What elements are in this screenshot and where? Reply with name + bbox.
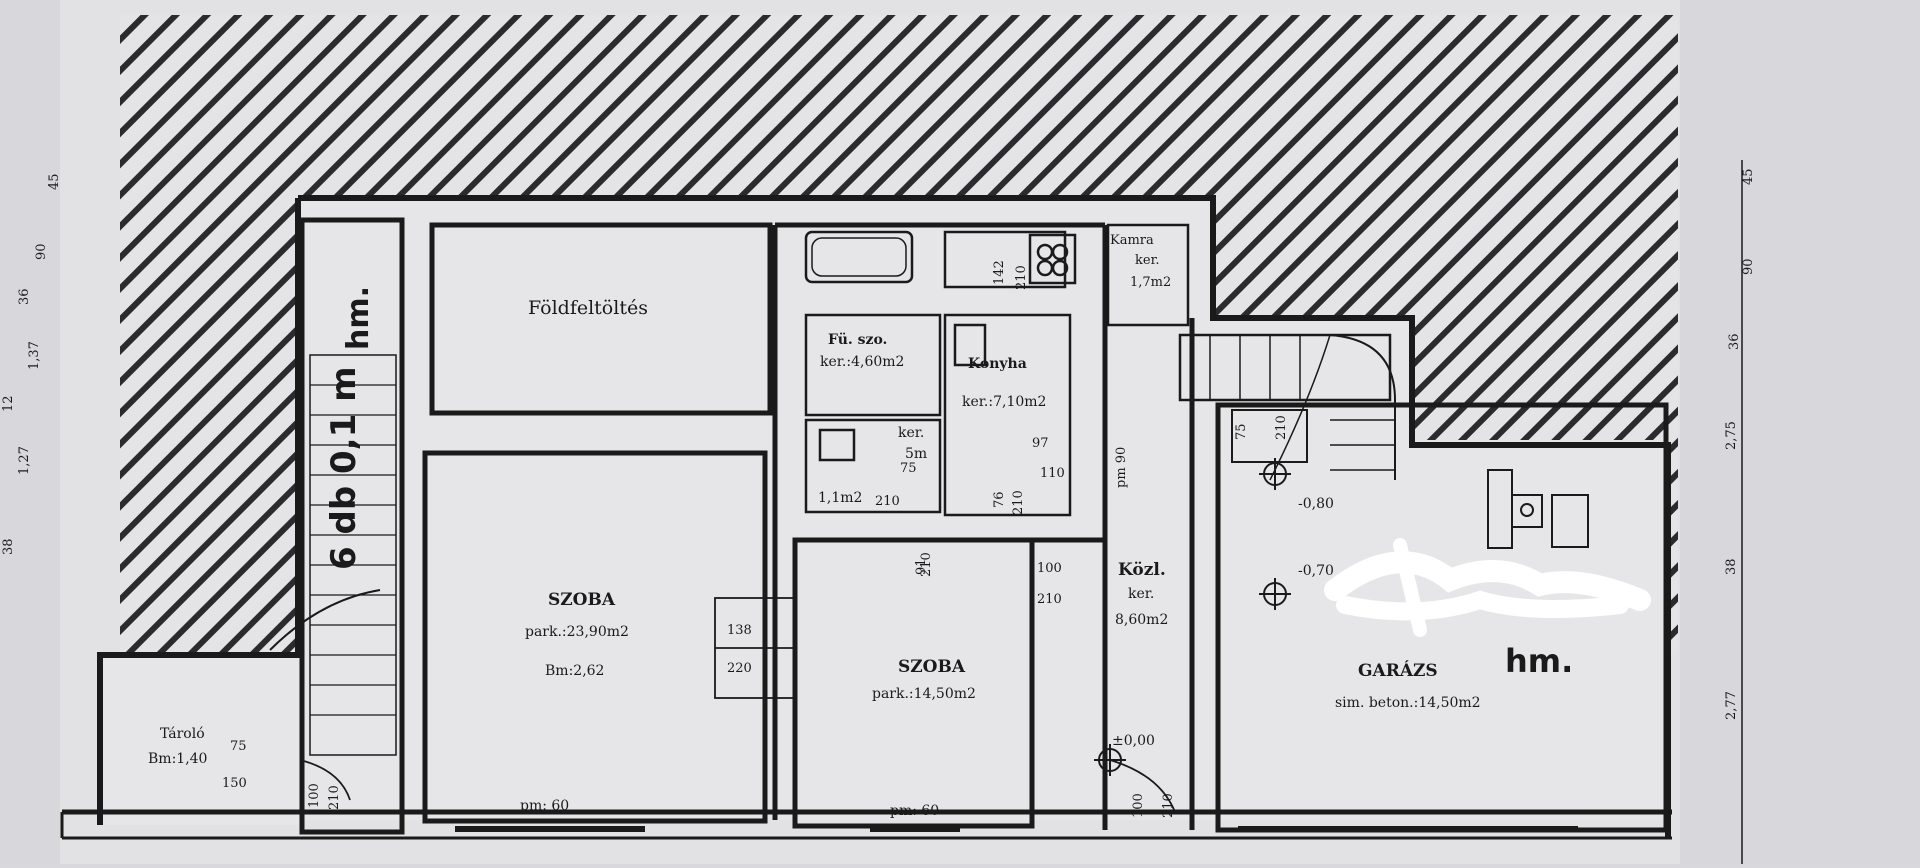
room-szoba1-floor: pm: 60 — [520, 798, 569, 814]
dim-220: 220 — [727, 661, 752, 676]
dim-100c: 100 — [307, 783, 322, 808]
dim-210b: 210 — [1011, 490, 1026, 515]
dim-76: 76 — [992, 491, 1007, 508]
left-12: 12 — [1, 395, 16, 412]
right-45: 45 — [1741, 168, 1756, 185]
room-kozl-area: ker. — [1128, 586, 1154, 602]
left-127: 1,27 — [17, 446, 32, 475]
room-kamra-name: Kamra — [1110, 233, 1154, 248]
dim-75b: 75 — [230, 739, 247, 754]
left-137: 1,37 — [27, 341, 42, 370]
room-szoba1-name: SZOBA — [548, 590, 616, 610]
right-90: 90 — [1741, 258, 1756, 275]
room-wc-area: 1,1m2 — [818, 490, 862, 506]
room-kozl-name: Közl. — [1118, 560, 1166, 580]
building-footprint — [100, 198, 1668, 825]
dim-210g: 210 — [327, 785, 342, 810]
dim-150: 150 — [222, 776, 247, 791]
dim-138: 138 — [727, 623, 752, 638]
dim-210a: 210 — [1014, 265, 1029, 290]
dim-110: 110 — [1040, 466, 1065, 481]
handwritten-note: 6 db 0,1 m — [324, 366, 364, 570]
room-kozl-extra: 8,60m2 — [1115, 612, 1168, 628]
dim-210h: 210 — [1274, 415, 1289, 440]
room-furdo-name: Fü. szo. — [828, 332, 887, 348]
bottom-openings — [455, 826, 1578, 832]
redaction-mark — [1324, 538, 1651, 637]
room-wc-extra: 5m — [905, 446, 927, 462]
right-36: 36 — [1727, 333, 1742, 350]
room-szoba2-name: SZOBA — [898, 657, 966, 677]
dim-75c: 75 — [1234, 423, 1249, 440]
room-kamra-area: ker. — [1135, 253, 1160, 268]
dim-210e: 210 — [875, 494, 900, 509]
room-szoba2-area: park.:14,50m2 — [872, 686, 976, 702]
room-szoba1-height: Bm:2,62 — [545, 663, 604, 679]
dim-210f: 210 — [1161, 793, 1176, 818]
left-36: 36 — [17, 288, 32, 305]
room-garazs-area: sim. beton.:14,50m2 — [1335, 695, 1481, 711]
dim-75: 75 — [900, 461, 917, 476]
room-tarolo-name: Tároló — [160, 726, 205, 742]
room-tarolo-height: Bm:1,40 — [148, 751, 207, 767]
dim-100: 100 — [1037, 561, 1062, 576]
dim-100b: 100 — [1131, 793, 1146, 818]
left-38: 38 — [1, 538, 16, 555]
dim-97: 97 — [1032, 436, 1049, 451]
right-275: 2,75 — [1724, 421, 1739, 450]
garage-fixtures — [1231, 409, 1589, 549]
level-070: -0,70 — [1298, 563, 1334, 579]
level-000: ±0,00 — [1112, 733, 1155, 749]
handwritten-hm-left: hm. — [341, 286, 376, 350]
room-szoba1-area: park.:23,90m2 — [525, 624, 629, 640]
room-furdo-area: ker.:4,60m2 — [820, 354, 904, 370]
doors — [299, 597, 1176, 813]
right-38: 38 — [1724, 558, 1739, 575]
right-277: 2,77 — [1724, 691, 1739, 720]
room-kamra-extra: 1,7m2 — [1130, 275, 1171, 290]
dim-pm90: pm 90 — [1114, 447, 1129, 488]
room-konyha-area: ker.:7,10m2 — [962, 394, 1046, 410]
dim-91: 91 — [914, 558, 929, 575]
wet-rooms — [804, 223, 1190, 517]
right-stair — [1178, 333, 1396, 481]
handwritten-hm-right: hm. — [1505, 642, 1573, 680]
dim-142: 142 — [992, 260, 1007, 285]
room-wc-name: ker. — [898, 425, 924, 441]
room-foldfeltoltes: Földfeltöltés — [528, 297, 648, 319]
level-080: -0,80 — [1298, 496, 1334, 512]
room-garazs-name: GARÁZS — [1358, 660, 1438, 681]
room-szoba2-floor: pm: 60 — [890, 803, 939, 819]
dim-210d: 210 — [1037, 592, 1062, 607]
left-45: 45 — [47, 173, 62, 190]
dim-210c: 210 — [919, 552, 934, 577]
left-stair — [269, 217, 405, 835]
left-90: 90 — [34, 243, 49, 260]
room-konyha-name: Konyha — [968, 356, 1027, 372]
